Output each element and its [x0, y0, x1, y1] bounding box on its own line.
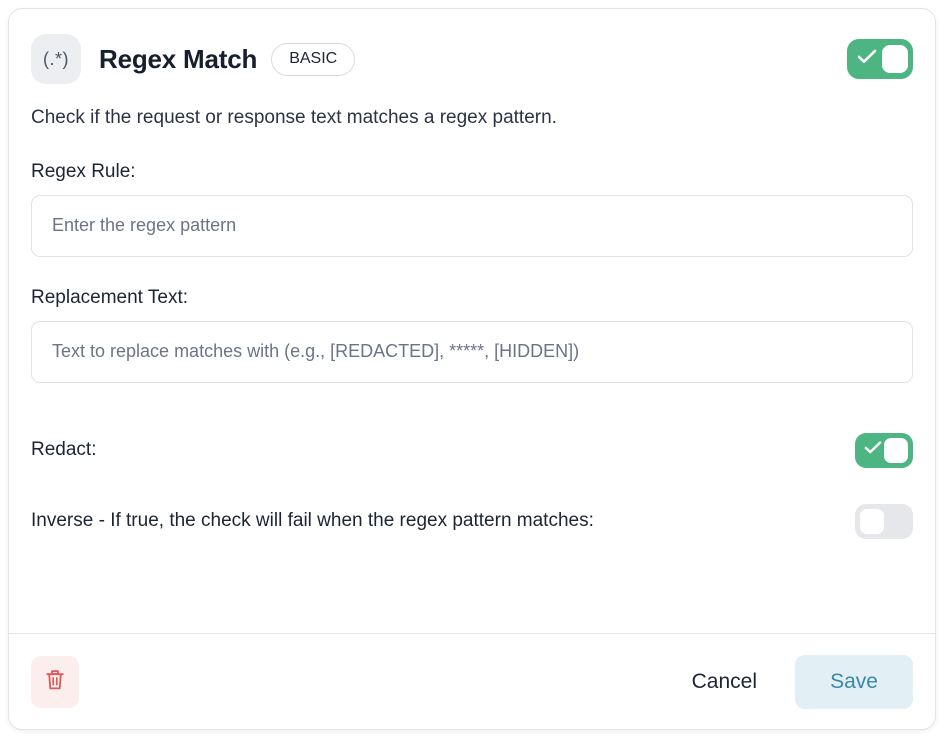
- inverse-toggle[interactable]: [855, 503, 913, 539]
- card-footer: Cancel Save: [9, 633, 935, 729]
- regex-icon-label: (.*): [43, 48, 69, 69]
- card-header: (.*) Regex Match BASIC: [31, 31, 913, 87]
- regex-rule-field: Regex Rule:: [31, 161, 913, 257]
- card-body: (.*) Regex Match BASIC Check if the requ…: [9, 9, 935, 633]
- save-button[interactable]: Save: [795, 654, 913, 709]
- replacement-text-label: Replacement Text:: [31, 286, 189, 308]
- check-icon: [864, 441, 882, 460]
- trash-icon: [44, 668, 66, 695]
- toggle-knob: [884, 437, 908, 463]
- redact-label: Redact:: [31, 438, 97, 460]
- regex-icon: (.*): [31, 34, 81, 84]
- level-badge: BASIC: [271, 42, 356, 76]
- check-icon: [857, 49, 877, 70]
- toggle-knob: [882, 45, 908, 73]
- inverse-row: Inverse - If true, the check will fail w…: [31, 503, 913, 539]
- replacement-text-input[interactable]: [31, 320, 913, 383]
- cancel-button[interactable]: Cancel: [678, 662, 771, 702]
- toggle-knob: [860, 508, 884, 534]
- regex-rule-label: Regex Rule:: [31, 160, 136, 182]
- redact-toggle[interactable]: [855, 432, 913, 468]
- inverse-label: Inverse - If true, the check will fail w…: [31, 509, 594, 531]
- delete-button[interactable]: [31, 655, 79, 708]
- page-title: Regex Match: [99, 43, 258, 74]
- replacement-text-field: Replacement Text:: [31, 287, 913, 383]
- regex-match-card: (.*) Regex Match BASIC Check if the requ…: [8, 8, 936, 730]
- card-description: Check if the request or response text ma…: [31, 107, 557, 128]
- enable-check-toggle[interactable]: [847, 39, 913, 79]
- regex-rule-input[interactable]: [31, 194, 913, 257]
- redact-row: Redact:: [31, 432, 913, 468]
